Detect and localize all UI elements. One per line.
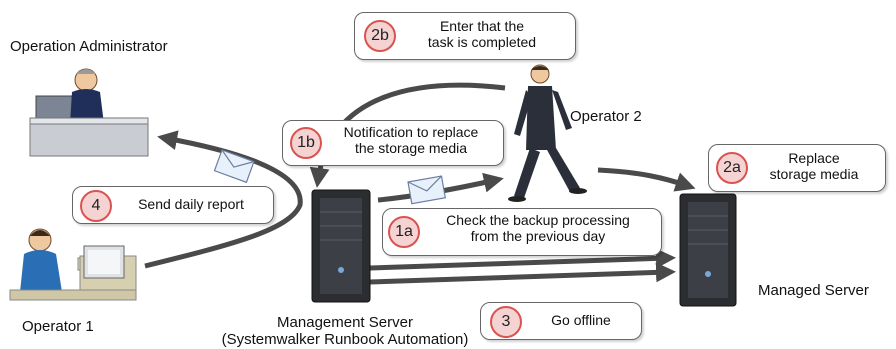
envelope-icon xyxy=(213,149,255,184)
arrow-1a xyxy=(369,248,676,271)
callout-text-3: Go offline xyxy=(551,312,611,328)
callout-text-2b: Enter that the task is completed xyxy=(427,18,537,50)
operator-at-computer-icon xyxy=(9,228,137,301)
arrow-2a xyxy=(597,167,696,192)
callout-text-4: Send daily report xyxy=(138,196,244,212)
server-tower-icon xyxy=(679,193,737,307)
label-operator-1: Operator 1 xyxy=(22,318,94,335)
server-tower-icon xyxy=(311,189,371,303)
arrow-3 xyxy=(369,262,676,285)
callout-text-2a: Replace storage media xyxy=(769,150,859,182)
step-badge-4: 4 xyxy=(80,190,112,222)
callout-step-1a xyxy=(382,208,662,256)
step-badge-1a: 1a xyxy=(388,216,420,248)
callout-text-1a: Check the backup processing from the pre… xyxy=(446,212,630,244)
administrator-at-desk-icon xyxy=(29,68,149,157)
label-operation-administrator: Operation Administrator xyxy=(10,38,168,55)
step-badge-2a: 2a xyxy=(716,152,748,184)
label-management-server: Management Server (Systemwalker Runbook … xyxy=(221,314,469,348)
walking-operator-icon xyxy=(508,64,587,202)
step-badge-2b: 2b xyxy=(364,20,396,52)
envelope-icon xyxy=(407,175,446,205)
step-badge-1b: 1b xyxy=(290,127,322,159)
step-badge-3: 3 xyxy=(490,306,522,338)
label-managed-server: Managed Server xyxy=(758,282,869,299)
callout-text-1b: Notification to replace the storage medi… xyxy=(343,124,479,156)
label-operator-2: Operator 2 xyxy=(570,108,642,125)
